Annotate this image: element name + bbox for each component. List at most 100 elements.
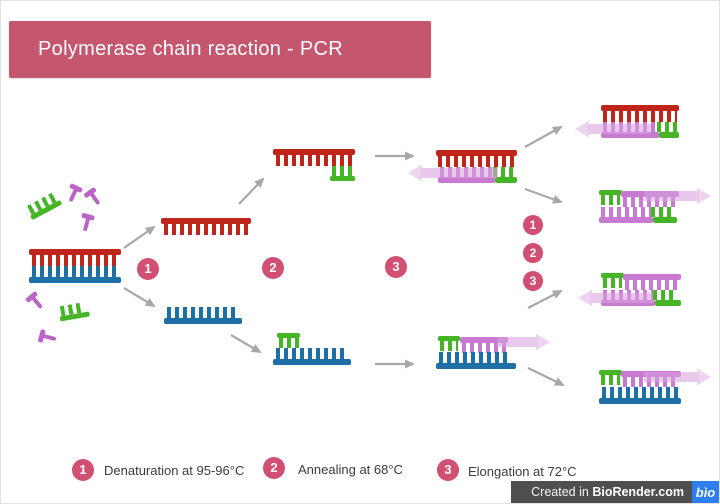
primer-teeth xyxy=(601,375,620,385)
arrow-to-product-4 xyxy=(527,367,565,386)
strand-teeth xyxy=(32,255,118,266)
primer-bar xyxy=(601,273,624,278)
biorender-logo-icon[interactable]: bìo xyxy=(692,481,719,503)
new-strand-teeth xyxy=(603,290,653,300)
arrow-denature-top xyxy=(123,225,156,249)
new-strand-bar xyxy=(438,177,495,183)
new-strand-teeth xyxy=(623,377,679,387)
primer-teeth xyxy=(601,195,620,205)
primer-bar xyxy=(438,336,460,341)
nucleotide-stem xyxy=(42,334,56,342)
strand-bar xyxy=(599,217,653,223)
nucleotide-stem xyxy=(68,188,78,202)
primer-teeth xyxy=(332,166,352,176)
cycle2-step-marker-2: 2 xyxy=(523,243,543,263)
new-strand-teeth xyxy=(462,343,508,353)
legend-marker-3: 3 xyxy=(437,459,459,481)
nucleotide-icon xyxy=(83,186,103,208)
primer-teeth xyxy=(440,341,458,351)
nucleotide-icon xyxy=(64,183,83,204)
strand-teeth xyxy=(32,266,118,277)
strand-teeth xyxy=(601,207,651,217)
new-strand-teeth xyxy=(623,197,677,207)
primer-bar xyxy=(599,370,622,375)
primer-bar xyxy=(659,132,679,138)
arrow-to-product-2 xyxy=(524,187,563,204)
elongating-red-template xyxy=(436,150,517,184)
primer-bar xyxy=(330,176,355,181)
strand-teeth xyxy=(438,156,515,167)
legend-label-elongation: Elongation at 72°C xyxy=(468,464,577,479)
new-strand-bar xyxy=(601,132,659,138)
new-strand-bar xyxy=(460,337,508,343)
strand-bar xyxy=(623,274,681,280)
arrow-denature-bottom xyxy=(123,287,156,308)
legend-label-denaturation: Denaturation at 95-96°C xyxy=(104,463,245,478)
primer-teeth xyxy=(653,290,675,300)
legend-label-annealing: Annealing at 68°C xyxy=(298,462,403,477)
primer-bar xyxy=(277,333,300,338)
nucleotide-icon xyxy=(78,212,95,233)
strand-teeth xyxy=(439,352,511,363)
watermark-bar: Created in BioRender.com bìo xyxy=(511,481,719,503)
watermark-link[interactable]: BioRender.com xyxy=(592,485,684,499)
strand-bar xyxy=(436,150,517,156)
strand-teeth xyxy=(602,387,678,398)
denatured-strand-blue xyxy=(164,307,242,324)
primer-teeth xyxy=(493,167,513,177)
arrow-anneal-bottom xyxy=(230,334,262,354)
strand-teeth xyxy=(164,224,248,235)
primer-icon xyxy=(58,302,90,323)
strand-bar xyxy=(29,249,121,255)
new-strand-teeth xyxy=(440,167,492,177)
annealed-blue-with-primer xyxy=(273,333,351,365)
product-2 xyxy=(599,190,679,223)
strand-bar xyxy=(29,277,121,283)
nucleotide-stem xyxy=(30,296,43,309)
annealed-red-with-primer xyxy=(273,149,355,182)
primer-teeth xyxy=(279,338,299,348)
page-title: Polymerase chain reaction - PCR xyxy=(38,38,343,60)
strand-teeth xyxy=(603,111,677,122)
product-4 xyxy=(599,370,681,404)
strand-bar xyxy=(601,105,679,111)
new-strand-bar xyxy=(601,300,655,306)
primer-bar xyxy=(599,190,622,195)
watermark-text: Created in xyxy=(531,485,593,499)
step-marker-elongation: 3 xyxy=(385,256,407,278)
legend-marker-2: 2 xyxy=(263,457,285,479)
strand-bar xyxy=(599,398,681,404)
arrow-anneal-top xyxy=(238,177,265,205)
product-1 xyxy=(601,105,679,138)
nucleotide-icon xyxy=(25,290,46,312)
denatured-strand-red xyxy=(161,218,251,235)
primer-teeth xyxy=(651,207,673,217)
template-dsdna xyxy=(29,249,121,283)
legend-marker-1: 1 xyxy=(72,459,94,481)
strand-bar xyxy=(436,363,516,369)
title-banner: Polymerase chain reaction - PCR xyxy=(9,21,431,78)
strand-bar xyxy=(164,318,242,324)
step-marker-denaturation: 1 xyxy=(137,258,159,280)
product-3 xyxy=(601,273,681,307)
primer-icon xyxy=(25,191,63,221)
elongating-blue-template xyxy=(436,336,516,370)
strand-teeth xyxy=(625,280,679,290)
arrow-to-product-3 xyxy=(527,290,563,309)
strand-teeth xyxy=(276,348,348,359)
primer-teeth xyxy=(603,278,622,288)
cycle2-step-marker-1: 1 xyxy=(523,215,543,235)
nucleotide-stem xyxy=(82,217,90,231)
cycle2-step-marker-3: 3 xyxy=(523,271,543,291)
strand-bar xyxy=(273,359,351,365)
primer-bar xyxy=(653,217,677,223)
strand-teeth xyxy=(276,155,352,166)
primer-bar xyxy=(495,177,517,183)
primer-teeth xyxy=(657,122,677,132)
nucleotide-icon xyxy=(37,329,58,346)
strand-bar xyxy=(161,218,251,224)
step-marker-annealing: 2 xyxy=(262,257,284,279)
primer-bar xyxy=(655,300,681,306)
arrow-to-product-1 xyxy=(524,126,563,148)
